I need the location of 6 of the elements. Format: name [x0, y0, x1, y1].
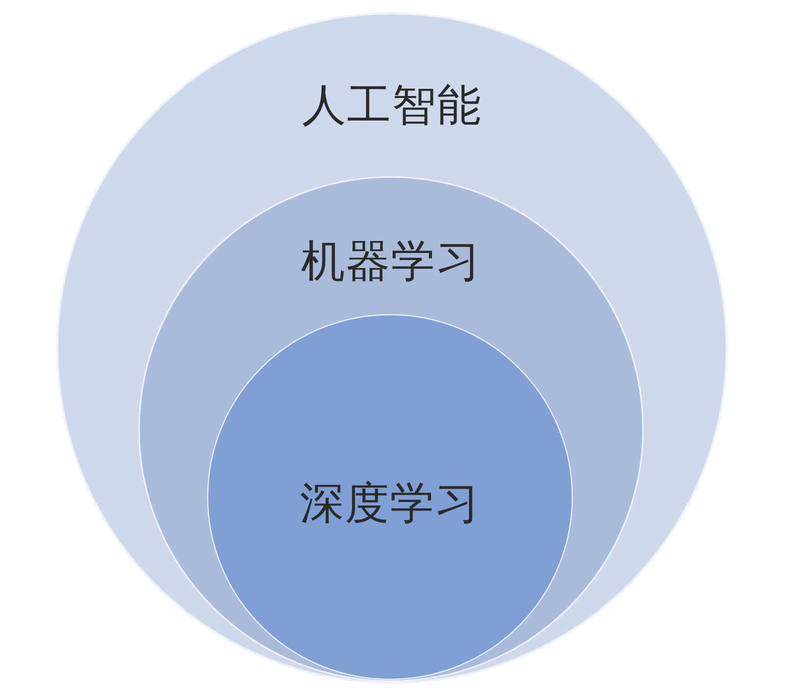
inner-circle [207, 314, 573, 680]
circle-label: 深度学习 [300, 480, 480, 528]
circle-label: 机器学习 [301, 238, 481, 286]
outer-circle [56, 12, 728, 684]
circle-label: 人工智能 [302, 82, 482, 130]
middle-circle [138, 176, 644, 682]
